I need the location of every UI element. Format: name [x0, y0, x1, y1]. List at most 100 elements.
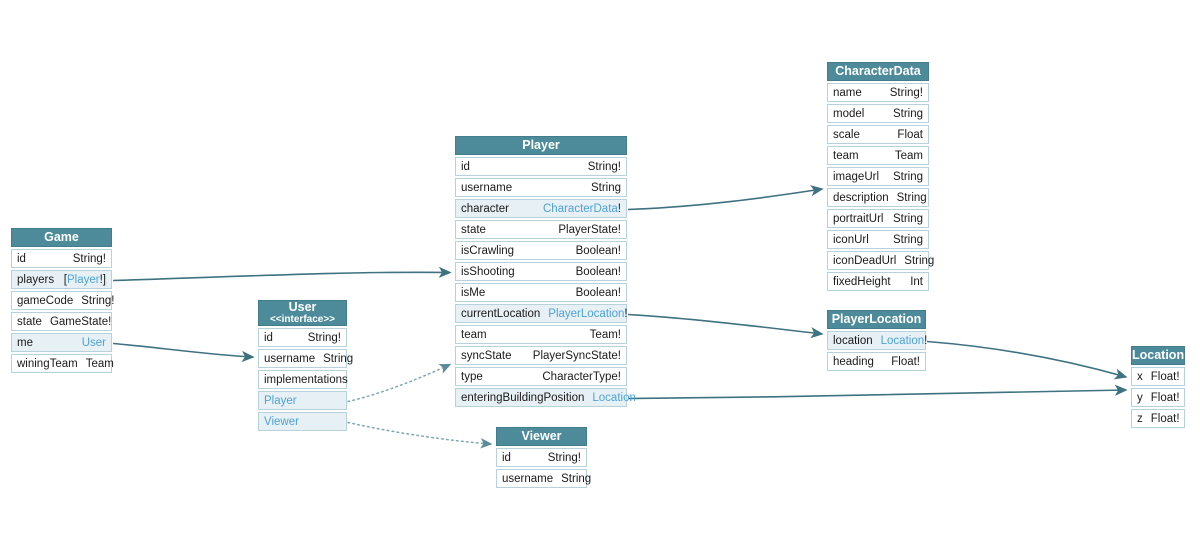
node-title[interactable]: CharacterData — [827, 62, 929, 81]
field-type: String! — [889, 86, 923, 99]
field-row-implementations[interactable]: implementations — [258, 370, 348, 389]
field-name-link[interactable]: Player — [264, 394, 297, 407]
field-type: String — [904, 254, 935, 267]
node-title[interactable]: User<<interface>> — [258, 300, 347, 326]
type-punct: ! — [924, 334, 928, 347]
field-row-iconDeadUrl[interactable]: iconDeadUrl String — [827, 251, 934, 270]
field-type: PlayerLocation! — [548, 308, 627, 320]
field-name: iconDeadUrl — [833, 254, 897, 267]
field-row-isShooting[interactable]: isShooting Boolean! — [455, 262, 627, 281]
type-link[interactable]: Location — [880, 334, 925, 347]
field-type: Boolean! — [575, 265, 621, 278]
type-link[interactable]: User — [81, 336, 106, 349]
field-type: Team! — [589, 328, 621, 341]
field-type: User — [82, 337, 106, 349]
field-type: Float! — [1150, 370, 1180, 383]
type-link[interactable]: PlayerLocation — [548, 307, 625, 320]
field-row-players[interactable]: players[Player!] — [11, 270, 112, 289]
field-type: String! — [72, 252, 106, 265]
type-link[interactable]: CharacterData — [543, 202, 618, 215]
field-type: String — [323, 352, 354, 365]
field-type: String! — [587, 160, 621, 173]
node-subtitle-text: <<interface>> — [269, 314, 336, 325]
node-title[interactable]: PlayerLocation — [827, 310, 926, 329]
field-name: username — [461, 181, 513, 194]
field-row-location[interactable]: location Location! — [827, 331, 928, 350]
field-name: isCrawling — [461, 244, 515, 257]
type-link[interactable]: Player — [67, 273, 100, 286]
node-title-text: PlayerLocation — [831, 312, 922, 326]
type-punct: ! — [617, 202, 621, 215]
field-name: state — [461, 223, 486, 236]
node-title[interactable]: Player — [455, 136, 627, 155]
field-type: CharacterData! — [543, 203, 621, 215]
type-punct: ! — [624, 307, 628, 320]
edge-user-player-implementation — [347, 363, 452, 403]
field-row-Viewer[interactable]: Viewer — [258, 412, 347, 431]
type-punct: !] — [99, 273, 106, 286]
field-name: imageUrl — [833, 170, 880, 183]
node-title[interactable]: Viewer — [496, 427, 587, 446]
field-name: winingTeam — [17, 357, 78, 370]
field-type: Float — [897, 128, 923, 141]
field-name: isShooting — [461, 265, 515, 278]
field-name: id — [17, 252, 26, 265]
field-name: location — [833, 334, 873, 347]
node-title[interactable]: Location — [1131, 346, 1185, 365]
node-title-text: Game — [44, 230, 79, 244]
field-type: CharacterType! — [542, 370, 621, 383]
field-name: id — [502, 451, 511, 464]
field-type: Float! — [1150, 412, 1180, 425]
type-punct: [ — [63, 273, 67, 286]
edge-user-viewer-implementation — [347, 421, 493, 449]
field-row-id[interactable]: id String! — [11, 249, 112, 268]
field-type: Int — [910, 275, 923, 288]
node-title[interactable]: Game — [11, 228, 112, 247]
field-type: String — [892, 212, 923, 225]
field-name: iconUrl — [833, 233, 869, 246]
type-link[interactable]: Location — [592, 391, 636, 404]
field-row-Player[interactable]: Player — [258, 391, 347, 410]
field-name-link[interactable]: Viewer — [264, 415, 299, 428]
